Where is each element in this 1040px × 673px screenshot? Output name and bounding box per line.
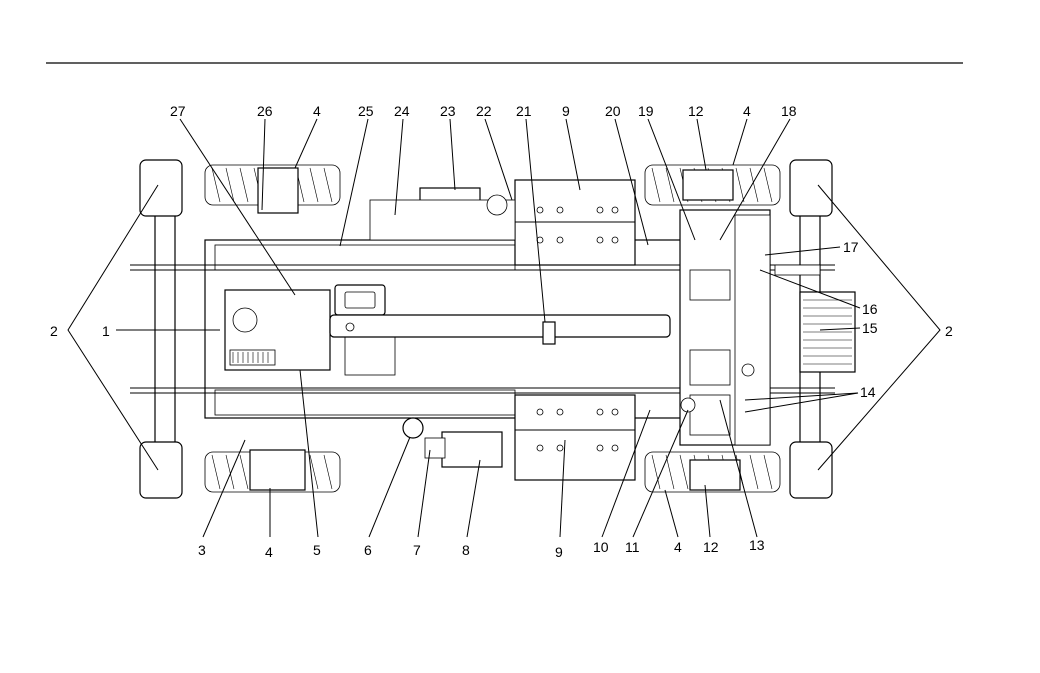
right-axle-motor-front: [683, 170, 733, 200]
grille: [800, 292, 855, 372]
callout-27: 27: [170, 103, 186, 119]
callout-2-left: 2: [50, 323, 58, 339]
callout-22: 22: [476, 103, 492, 119]
callout-4-bottom-left: 4: [265, 544, 273, 560]
callout-24: 24: [394, 103, 410, 119]
callout-19: 19: [638, 103, 654, 119]
callout-11: 11: [625, 539, 640, 555]
callout-16: 16: [862, 301, 878, 317]
callout-20: 20: [605, 103, 621, 119]
callout-14: 14: [860, 384, 876, 400]
callout-12-bottom: 12: [703, 539, 719, 555]
callout-8: 8: [462, 542, 470, 558]
callout-15: 15: [862, 320, 878, 336]
callout-17: 17: [843, 239, 859, 255]
callout-9-top: 9: [562, 103, 570, 119]
callout-4-bottom-right: 4: [674, 539, 682, 555]
rear-axle-motor: [250, 450, 305, 490]
right-axle-motor-rear: [690, 460, 740, 490]
left-outrigger: [140, 160, 182, 498]
callout-5: 5: [313, 542, 321, 558]
callout-1: 1: [102, 323, 110, 339]
drive-shaft: [330, 315, 670, 337]
front-axle-motor: [258, 168, 298, 213]
callout-13: 13: [749, 537, 765, 553]
callout-23: 23: [440, 103, 456, 119]
callout-12-top: 12: [688, 103, 704, 119]
callout-10: 10: [593, 539, 609, 555]
callout-26: 26: [257, 103, 273, 119]
filter: [403, 418, 423, 438]
battery-pack-rear: [515, 395, 635, 480]
callout-6: 6: [364, 542, 372, 558]
callout-25: 25: [358, 103, 374, 119]
machine-drawing: [130, 160, 855, 498]
callout-4-top-left: 4: [313, 103, 321, 119]
callout-9-bottom: 9: [555, 544, 563, 560]
callout-3: 3: [198, 542, 206, 558]
callout-21: 21: [516, 103, 532, 119]
callout-2-right: 2: [945, 323, 953, 339]
callout-4-top-right: 4: [743, 103, 751, 119]
callout-7: 7: [413, 542, 421, 558]
callout-18: 18: [781, 103, 797, 119]
